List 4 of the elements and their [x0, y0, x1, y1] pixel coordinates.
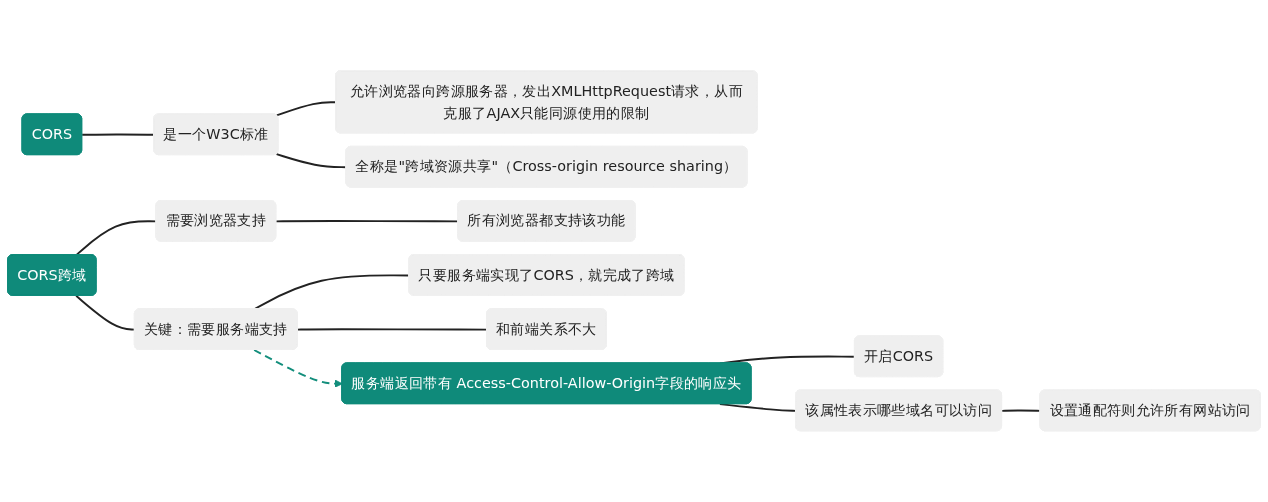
arrow	[253, 349, 343, 389]
connector	[718, 403, 797, 413]
connector	[296, 328, 488, 331]
connector	[75, 295, 136, 331]
